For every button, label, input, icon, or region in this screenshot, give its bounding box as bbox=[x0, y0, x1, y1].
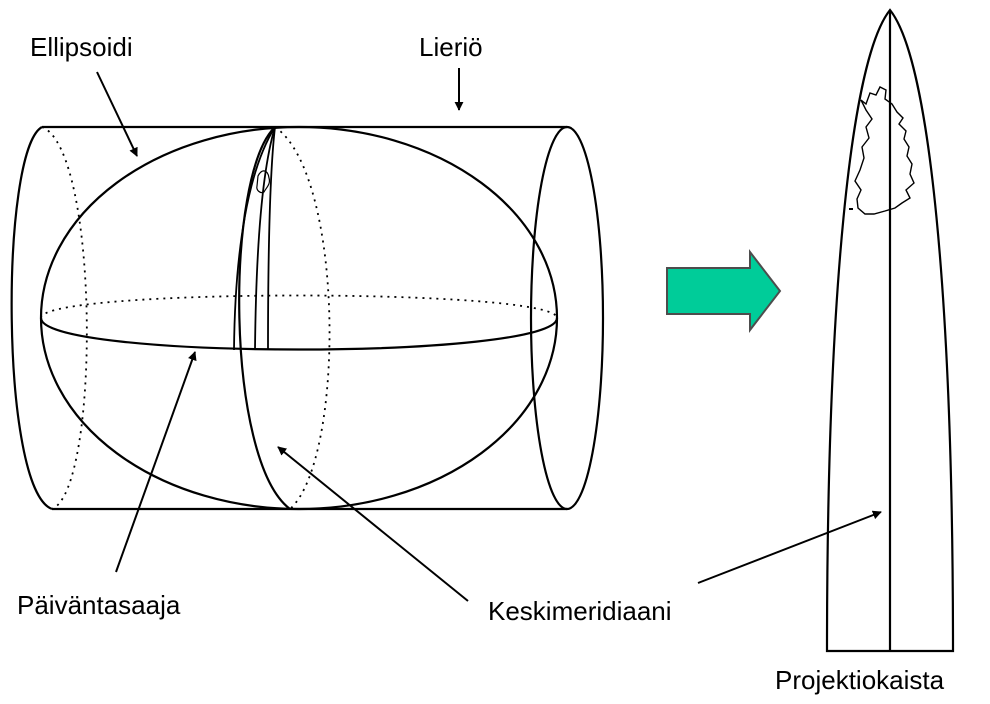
finland-map-icon bbox=[854, 86, 915, 215]
equator-back-half bbox=[40, 294, 558, 319]
cylinder bbox=[10, 125, 605, 511]
equator-pointer-arrow bbox=[115, 351, 197, 573]
projection-strip bbox=[825, 8, 955, 653]
cylinder-left-hidden-arc bbox=[41, 126, 88, 510]
ellipsoid-pointer-arrow bbox=[96, 71, 138, 157]
central-meridian-pointer-arrow bbox=[277, 446, 469, 602]
cylinder-right-end bbox=[529, 125, 605, 511]
projection-zone-label: Projektiokaista bbox=[775, 665, 945, 695]
right-arrow-icon bbox=[666, 249, 782, 333]
central-meridian-label: Keskimeridiaani bbox=[488, 596, 672, 626]
central-meridian-back bbox=[274, 126, 331, 510]
ellipsoid bbox=[39, 125, 559, 511]
finland-small-icon bbox=[256, 170, 271, 194]
ellipsoid-label: Ellipsoidi bbox=[30, 32, 133, 62]
strip-meridian-pointer-arrow bbox=[697, 510, 882, 584]
equator-front-half bbox=[39, 317, 559, 351]
strip-west-edge bbox=[233, 126, 276, 351]
strip-east-edge bbox=[267, 126, 276, 351]
leader-arrows bbox=[96, 68, 882, 602]
cylinder-left-front-arc bbox=[10, 126, 53, 511]
central-meridian-front bbox=[238, 126, 291, 510]
equator-label: Päiväntasaaja bbox=[17, 590, 181, 620]
ellipsoid-outline bbox=[39, 125, 559, 511]
strip-center-line bbox=[254, 126, 276, 351]
cylinder-label: Lieriö bbox=[419, 32, 483, 62]
